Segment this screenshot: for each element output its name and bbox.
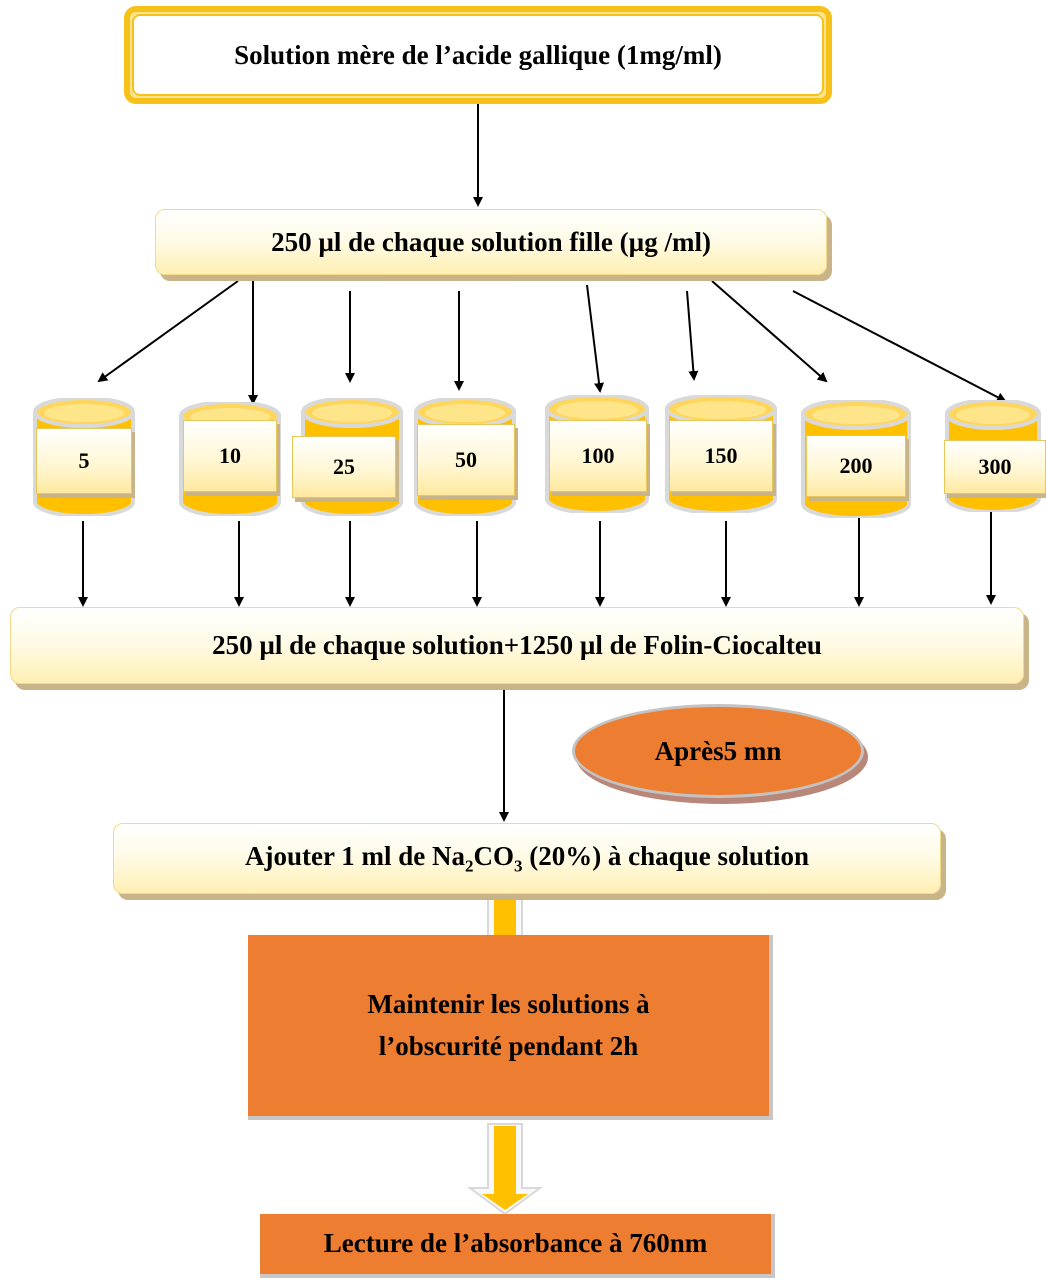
na2co3-label: Ajouter 1 ml de Na2CO3 (20%) à chaque so… xyxy=(244,840,809,876)
stock-solution-box: Solution mère de l’acide gallique (1mg/m… xyxy=(124,6,832,104)
block-arrow-2 xyxy=(466,1123,544,1216)
daughter-solutions-box: 250 µl de chaque solution fille (µg /ml) xyxy=(155,209,827,275)
concentration-label-200: 200 xyxy=(806,435,906,497)
wait-time-label: Après5 mn xyxy=(654,735,782,766)
concentration-label-25: 25 xyxy=(292,436,396,498)
absorbance-reading-box: Lecture de l’absorbance à 760nm xyxy=(260,1214,775,1278)
wait-time-ellipse: Après5 mn xyxy=(572,704,864,798)
daughter-solutions-label: 250 µl de chaque solution fille (µg /ml) xyxy=(271,226,711,257)
dark-incubation-box: Maintenir les solutions à l’obscurité pe… xyxy=(248,935,773,1120)
concentration-label-50: 50 xyxy=(417,424,515,496)
concentration-label-300: 300 xyxy=(944,440,1046,494)
concentration-label-150: 150 xyxy=(669,420,773,492)
absorbance-reading-label: Lecture de l’absorbance à 760nm xyxy=(323,1228,708,1259)
folin-mix-box: 250 µl de chaque solution+1250 µl de Fol… xyxy=(10,607,1024,684)
stock-solution-label: Solution mère de l’acide gallique (1mg/m… xyxy=(234,39,722,70)
concentration-label-100: 100 xyxy=(549,420,647,492)
concentration-label-5: 5 xyxy=(36,428,132,494)
dark-incubation-line1: Maintenir les solutions à xyxy=(367,988,650,1019)
folin-mix-label: 250 µl de chaque solution+1250 µl de Fol… xyxy=(212,630,822,660)
concentration-label-10: 10 xyxy=(183,420,277,492)
na2co3-box: Ajouter 1 ml de Na2CO3 (20%) à chaque so… xyxy=(113,823,941,894)
dark-incubation-line2: l’obscurité pendant 2h xyxy=(378,1030,639,1061)
